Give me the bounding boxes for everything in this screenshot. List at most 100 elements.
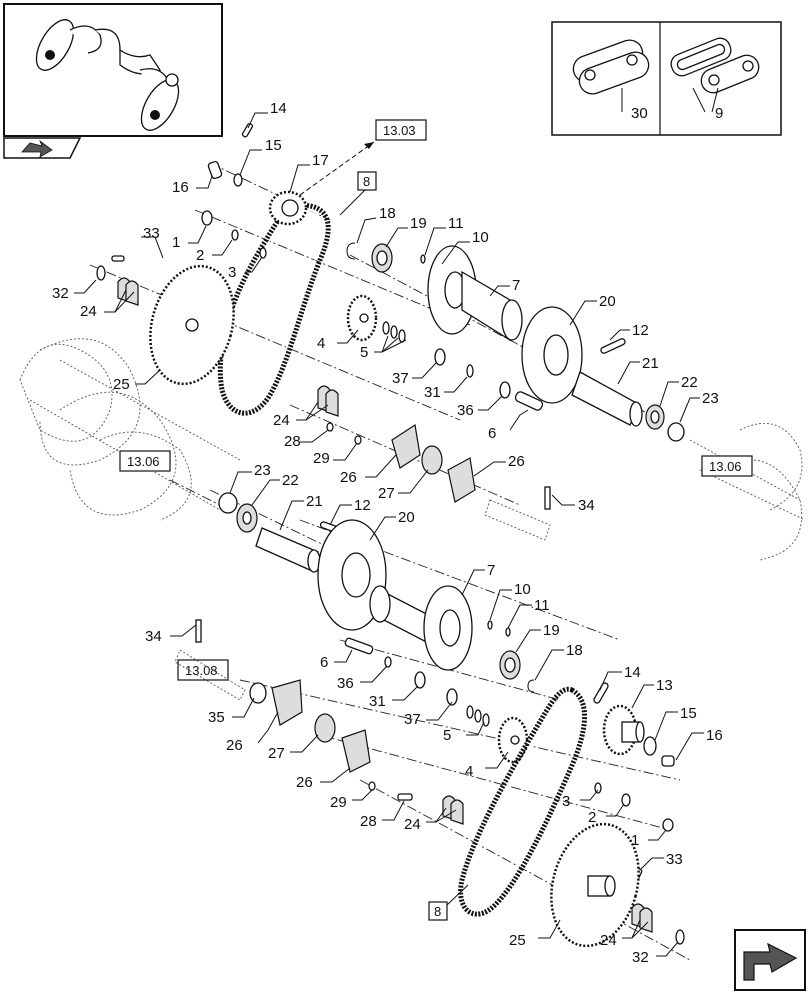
callout-28b: 28	[360, 813, 377, 830]
chain-link-inset: 30 9	[551, 21, 782, 136]
callout-34b: 34	[145, 628, 162, 645]
callout-29b: 29	[330, 794, 347, 811]
callout-33b: 33	[666, 851, 683, 868]
callout-30: 30	[631, 105, 648, 122]
callout-24b: 24	[273, 412, 290, 429]
bearing-27-lower	[314, 713, 336, 743]
thumbnail-auger-drawing	[35, 19, 180, 131]
callout-14: 14	[270, 100, 287, 117]
callout-19: 19	[410, 215, 427, 232]
callout-32: 32	[52, 285, 69, 302]
shaft-upper	[484, 499, 551, 541]
reference-box-8-upper[interactable]: 8	[357, 171, 377, 191]
callout-6b: 6	[320, 654, 328, 671]
collar-23-lower	[218, 492, 238, 514]
svg-text:8: 8	[363, 174, 370, 189]
callout-26d: 26	[296, 774, 313, 791]
callout-4b: 4	[465, 763, 473, 780]
tube-21-lower	[255, 527, 321, 573]
bearing-22-upper	[645, 404, 665, 430]
reference-box-8-lower[interactable]: 8	[428, 901, 448, 921]
driven-sprocket-25-lower	[550, 822, 640, 948]
callout-12b: 12	[354, 497, 371, 514]
sprocket-4-upper	[346, 294, 378, 342]
callout-15b: 15	[680, 705, 697, 722]
callout-24c: 24	[404, 816, 421, 833]
callout-23: 23	[702, 390, 719, 407]
driven-sprocket-25-upper	[149, 264, 235, 386]
auger-ghost-right	[689, 422, 806, 561]
roller-chain-lower	[458, 686, 587, 917]
reference-box-13-03[interactable]: 13.03	[375, 119, 427, 141]
callout-32b: 32	[632, 949, 649, 966]
housing-26-lower-a	[271, 679, 303, 726]
flange-20-lower	[317, 519, 387, 631]
reference-box-13-06-right[interactable]: 13.06	[701, 455, 753, 477]
callout-15: 15	[265, 137, 282, 154]
callout-labels: 14 15 16 17 18 19 11 10 33 1 2 3 32 24 7…	[52, 100, 723, 966]
callout-27b: 27	[268, 745, 285, 762]
callout-26: 26	[340, 469, 357, 486]
bearing-22-lower	[236, 503, 258, 533]
collar-23-upper	[667, 422, 685, 442]
callout-36b: 36	[337, 675, 354, 692]
callout-11b: 11	[534, 597, 550, 614]
callout-5: 5	[360, 344, 368, 361]
callout-25b: 25	[509, 932, 526, 949]
callout-1: 1	[172, 234, 180, 251]
callout-9: 9	[715, 105, 723, 122]
callout-16: 16	[172, 179, 189, 196]
next-page-arrow-icon[interactable]	[734, 929, 806, 991]
callout-34: 34	[578, 497, 595, 514]
drive-sprocket-17	[268, 190, 308, 226]
svg-text:13.06: 13.06	[709, 459, 742, 474]
callout-22: 22	[681, 374, 698, 391]
drive-sprocket-13	[602, 704, 645, 756]
reference-box-13-08[interactable]: 13.08	[177, 659, 229, 681]
callout-19b: 19	[543, 622, 560, 639]
callout-1b: 1	[631, 832, 639, 849]
callout-35: 35	[208, 709, 225, 726]
callout-17: 17	[312, 152, 329, 169]
callout-29: 29	[313, 450, 330, 467]
svg-text:13.08: 13.08	[185, 663, 218, 678]
callout-4: 4	[317, 335, 325, 352]
callout-3b: 3	[562, 793, 570, 810]
navigation-arrow-icon[interactable]	[3, 137, 82, 159]
thumbnail-inset	[3, 3, 223, 137]
housing-26-lower-b	[341, 729, 371, 773]
callout-11: 11	[448, 215, 464, 232]
callout-3: 3	[228, 264, 236, 281]
callout-16b: 16	[706, 727, 723, 744]
callout-25: 25	[113, 376, 130, 393]
housing-26-upper-a	[391, 423, 421, 469]
reference-box-13-06-left[interactable]: 13.06	[119, 450, 171, 472]
sprocket-4-lower	[497, 716, 529, 764]
housing-26-upper-b	[447, 457, 476, 503]
callout-5b: 5	[443, 727, 451, 744]
callout-26b: 26	[508, 453, 525, 470]
callout-21: 21	[642, 355, 659, 372]
callout-24d: 24	[600, 932, 617, 949]
callout-33: 33	[143, 225, 160, 242]
callout-36: 36	[457, 402, 474, 419]
callout-10: 10	[472, 229, 489, 246]
callout-18: 18	[379, 205, 396, 222]
bearing-27-upper	[421, 445, 443, 475]
callout-2b: 2	[588, 809, 596, 826]
callout-37b: 37	[404, 711, 421, 728]
hub-7-lower	[369, 585, 473, 671]
flange-20-upper	[521, 306, 583, 404]
callout-20: 20	[599, 293, 616, 310]
callout-23b: 23	[254, 462, 271, 479]
callout-2: 2	[196, 247, 204, 264]
svg-text:13.06: 13.06	[127, 454, 160, 469]
hub-7-upper	[427, 245, 523, 342]
callout-31b: 31	[369, 693, 386, 710]
callout-12: 12	[632, 322, 649, 339]
callout-27: 27	[378, 485, 395, 502]
lower-small-parts	[195, 619, 685, 945]
tube-21-upper	[571, 371, 643, 427]
svg-text:13.03: 13.03	[383, 123, 416, 138]
